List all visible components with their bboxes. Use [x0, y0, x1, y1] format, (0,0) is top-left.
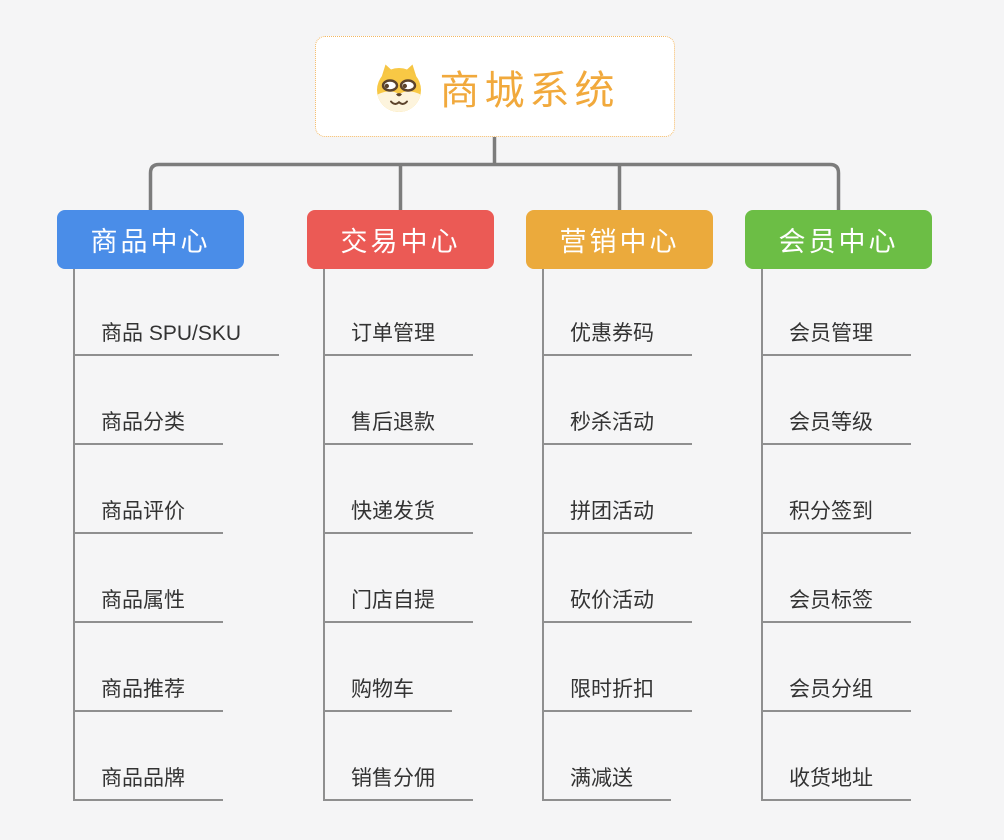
leaf-label: 销售分佣	[351, 767, 435, 790]
leaf-node[interactable]: 会员等级	[763, 356, 911, 445]
product-center-children: 商品 SPU/SKU 商品分类 商品评价 商品属性 商品推荐 商品品牌	[73, 269, 280, 801]
leaf-label: 会员分组	[789, 678, 873, 701]
leaf-label: 商品推荐	[101, 678, 185, 701]
leaf-node[interactable]: 商品属性	[75, 534, 223, 623]
leaf-label: 商品品牌	[101, 767, 185, 790]
leaf-node[interactable]: 售后退款	[325, 356, 473, 445]
leaf-node[interactable]: 商品推荐	[75, 623, 223, 712]
leaf-node[interactable]: 商品品牌	[75, 712, 223, 801]
leaf-node[interactable]: 拼团活动	[544, 445, 692, 534]
leaf-label: 秒杀活动	[570, 411, 654, 434]
leaf-node[interactable]: 优惠券码	[544, 269, 692, 356]
leaf-label: 满减送	[570, 767, 633, 790]
leaf-node[interactable]: 收货地址	[763, 712, 911, 801]
member-center-children: 会员管理 会员等级 积分签到 会员标签 会员分组 收货地址	[761, 269, 911, 801]
leaf-node[interactable]: 门店自提	[325, 534, 473, 623]
leaf-node[interactable]: 会员管理	[763, 269, 911, 356]
leaf-label: 收货地址	[789, 767, 873, 790]
leaf-node[interactable]: 购物车	[325, 623, 452, 712]
leaf-label: 快递发货	[351, 500, 435, 523]
leaf-label: 限时折扣	[570, 678, 654, 701]
leaf-label: 会员等级	[789, 411, 873, 434]
leaf-label: 优惠券码	[570, 322, 654, 345]
leaf-node[interactable]: 限时折扣	[544, 623, 692, 712]
leaf-node[interactable]: 销售分佣	[325, 712, 473, 801]
branch-label: 会员中心	[778, 227, 899, 257]
leaf-node[interactable]: 会员标签	[763, 534, 911, 623]
leaf-label: 会员管理	[789, 322, 873, 345]
leaf-label: 积分签到	[789, 500, 873, 523]
branch-node-trade-center[interactable]: 交易中心	[307, 210, 494, 269]
leaf-node[interactable]: 会员分组	[763, 623, 911, 712]
leaf-label: 拼团活动	[570, 500, 654, 523]
leaf-label: 购物车	[351, 678, 414, 701]
leaf-node[interactable]: 商品 SPU/SKU	[75, 269, 280, 356]
leaf-node[interactable]: 积分签到	[763, 445, 911, 534]
leaf-label: 商品分类	[101, 411, 185, 434]
branch-node-marketing-center[interactable]: 营销中心	[526, 210, 713, 269]
leaf-label: 商品属性	[101, 589, 185, 612]
branch-node-member-center[interactable]: 会员中心	[745, 210, 932, 269]
leaf-node[interactable]: 砍价活动	[544, 534, 692, 623]
root-node-label: 商城系统	[439, 68, 620, 113]
leaf-label: 订单管理	[351, 322, 435, 345]
leaf-label: 售后退款	[351, 411, 435, 434]
dog-face-icon	[376, 64, 421, 112]
root-node-mall-system[interactable]: 商城系统	[315, 36, 675, 137]
leaf-label: 砍价活动	[570, 589, 654, 612]
leaf-node[interactable]: 订单管理	[325, 269, 473, 356]
marketing-center-children: 优惠券码 秒杀活动 拼团活动 砍价活动 限时折扣 满减送	[542, 269, 692, 801]
leaf-node[interactable]: 商品评价	[75, 445, 223, 534]
branch-label: 营销中心	[559, 227, 680, 257]
leaf-node[interactable]: 快递发货	[325, 445, 473, 534]
leaf-node[interactable]: 商品分类	[75, 356, 223, 445]
leaf-label: 门店自提	[351, 589, 435, 612]
leaf-node[interactable]: 秒杀活动	[544, 356, 692, 445]
leaf-label: 商品 SPU/SKU	[101, 322, 242, 345]
branch-label: 交易中心	[340, 227, 461, 257]
leaf-label: 会员标签	[789, 589, 873, 612]
branch-rail-connector	[148, 162, 841, 211]
trade-center-children: 订单管理 售后退款 快递发货 门店自提 购物车 销售分佣	[323, 269, 473, 801]
leaf-node[interactable]: 满减送	[544, 712, 671, 801]
leaf-label: 商品评价	[101, 500, 185, 523]
branch-label: 商品中心	[90, 227, 211, 257]
branch-node-product-center[interactable]: 商品中心	[57, 210, 244, 269]
